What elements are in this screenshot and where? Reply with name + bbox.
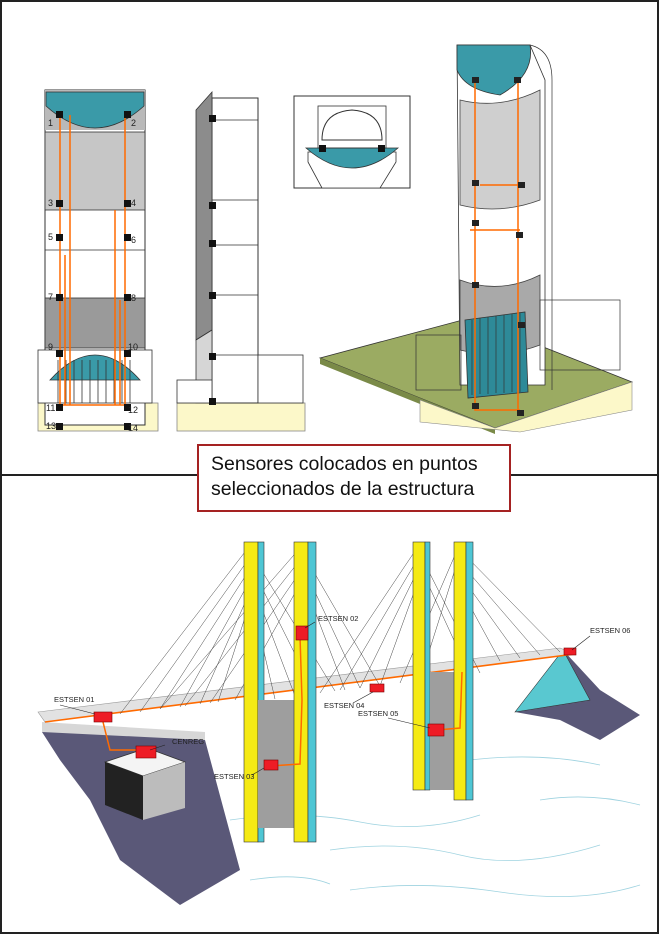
point-label: 1 bbox=[48, 118, 53, 128]
pylon-2 bbox=[412, 541, 474, 801]
label-estsen-01: ESTSEN 01 bbox=[54, 695, 94, 704]
point-label: 13 bbox=[46, 421, 56, 431]
point-label: 12 bbox=[128, 405, 138, 415]
sensor-box bbox=[263, 759, 279, 771]
central-box bbox=[135, 745, 157, 759]
point-label: 2 bbox=[131, 118, 136, 128]
label-estsen-05: ESTSEN 05 bbox=[358, 709, 398, 718]
pylon-elevation-front: 1 2 3 4 5 6 7 8 9 10 11 12 13 14 bbox=[37, 89, 159, 433]
caption-box: Sensores colocados en puntos seleccionad… bbox=[197, 444, 511, 512]
sensor-box bbox=[369, 683, 385, 693]
caption-line-1: Sensores colocados en puntos bbox=[211, 453, 478, 475]
label-estsen-02: ESTSEN 02 bbox=[318, 614, 358, 623]
pylon-plan-detail bbox=[293, 95, 411, 189]
sensor-leaders bbox=[59, 621, 591, 776]
point-label: 4 bbox=[131, 198, 136, 208]
point-label: 9 bbox=[48, 342, 53, 352]
right-abutment bbox=[514, 649, 640, 740]
pylon-elevation-side bbox=[176, 90, 306, 432]
label-estsen-04: ESTSEN 04 bbox=[324, 701, 364, 710]
label-estsen-03: ESTSEN 03 bbox=[214, 772, 254, 781]
point-label: 11 bbox=[46, 403, 55, 413]
caption-line-2: seleccionados de la estructura bbox=[211, 478, 475, 500]
control-building bbox=[103, 747, 187, 820]
sensor-box bbox=[93, 711, 113, 723]
sensor-box bbox=[295, 625, 309, 641]
point-label: 14 bbox=[128, 423, 138, 433]
sensor-box bbox=[427, 723, 445, 737]
sensor-labels: ESTSEN 01 ESTSEN 02 ESTSEN 03 ESTSEN 04 … bbox=[54, 614, 630, 781]
fiber-route bbox=[101, 635, 463, 767]
pylon-isometric-view bbox=[318, 44, 634, 434]
sensor-boxes bbox=[93, 625, 577, 771]
point-label: 8 bbox=[131, 293, 136, 303]
label-cenreg: CENREG bbox=[172, 737, 204, 746]
point-label: 10 bbox=[128, 342, 138, 352]
point-label: 3 bbox=[48, 198, 53, 208]
point-label: 6 bbox=[131, 235, 136, 245]
point-label: 7 bbox=[48, 292, 53, 302]
stay-cables bbox=[119, 547, 561, 715]
point-label: 5 bbox=[48, 232, 53, 242]
sensor-box bbox=[563, 647, 577, 656]
label-estsen-06: ESTSEN 06 bbox=[590, 626, 630, 635]
